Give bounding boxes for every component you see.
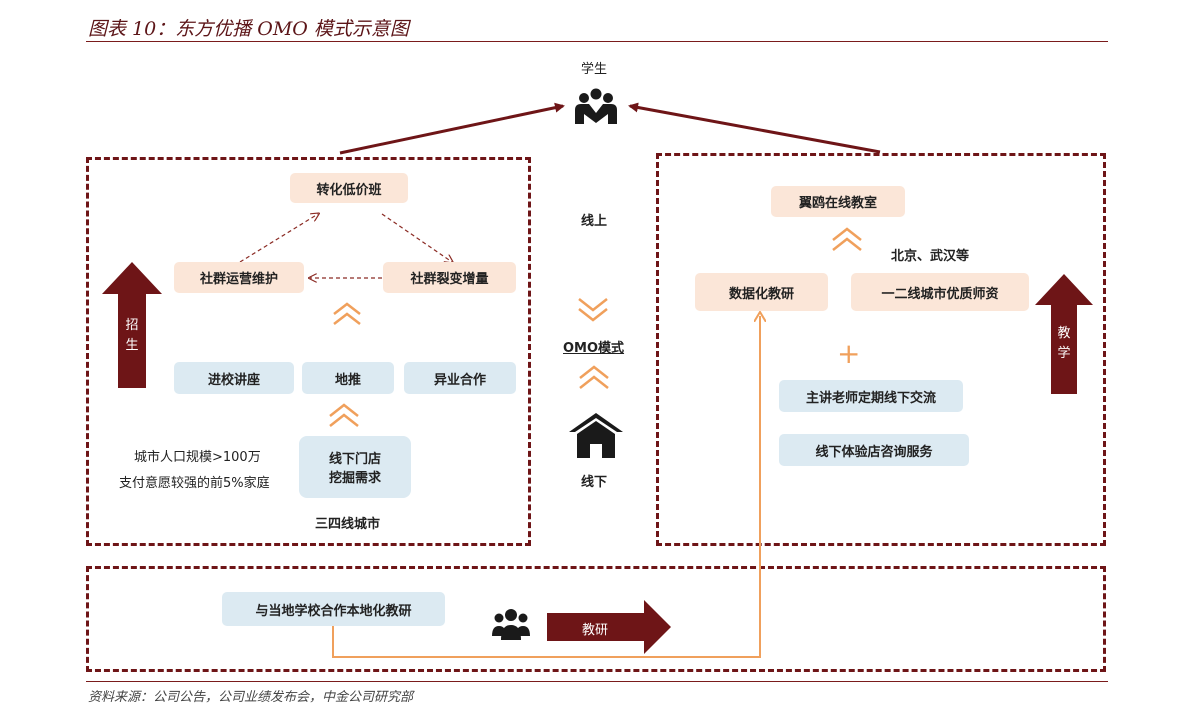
research-arrow-shape xyxy=(547,600,671,654)
house-icon xyxy=(569,413,623,458)
chevron-up-icon-right xyxy=(832,227,862,251)
cities-note-label: 北京、武汉等 xyxy=(891,249,970,264)
lowprice-to-growth-arrow xyxy=(381,213,452,262)
enroll-arrow-shape xyxy=(102,262,162,388)
right-region xyxy=(656,153,1106,546)
chevron-up-icon-left-1 xyxy=(333,302,361,325)
omo-label: OMO模式 xyxy=(563,341,625,356)
teach-arrow-label: 教学 xyxy=(1057,326,1071,361)
community-growth-box: 社群裂变增量 xyxy=(383,262,516,293)
source-rule xyxy=(86,681,1108,682)
lecturer-exchange-box: 主讲老师定期线下交流 xyxy=(779,380,963,412)
chevron-up-icon-center xyxy=(579,365,609,389)
chevron-down-icon-center xyxy=(578,298,608,322)
research-connector-arrow xyxy=(332,316,760,658)
student-label: 学生 xyxy=(581,62,608,77)
right-to-student-arrow xyxy=(628,102,881,154)
source-note: 资料来源：公司公告，公司业绩发布会，中金公司研究部 xyxy=(88,690,414,705)
online-label: 线上 xyxy=(581,214,608,229)
local-research-box: 与当地学校合作本地化教研 xyxy=(222,592,445,626)
offline-store-line2: 挖掘需求 xyxy=(328,471,381,486)
title-rule xyxy=(86,41,1108,42)
bottom-region xyxy=(86,566,1106,672)
plus-icon: + xyxy=(837,337,861,370)
offline-store-line1: 线下门店 xyxy=(328,452,381,467)
research-arrow-label: 教研 xyxy=(582,623,609,638)
ground-push-box: 地推 xyxy=(302,362,394,394)
online-classroom-box: 翼鸥在线教室 xyxy=(771,186,905,217)
offline-label: 线下 xyxy=(581,475,608,490)
store-consulting-box: 线下体验店咨询服务 xyxy=(779,434,969,466)
campus-talk-box: 进校讲座 xyxy=(174,362,294,394)
payment-condition: 支付意愿较强的前5%家庭 xyxy=(119,476,270,491)
community-ops-box: 社群运营维护 xyxy=(174,262,304,293)
quality-teachers-box: 一二线城市优质师资 xyxy=(851,273,1029,311)
offline-store-box: 线下门店 挖掘需求 xyxy=(299,436,411,498)
enroll-arrow-label: 招生 xyxy=(125,318,139,353)
teach-arrow-shape xyxy=(1035,274,1093,394)
low-price-class-box: 转化低价班 xyxy=(290,173,408,203)
tier34-cities-label: 三四线城市 xyxy=(315,517,381,532)
digital-research-box: 数据化教研 xyxy=(695,273,828,311)
left-to-student-arrow xyxy=(339,102,565,155)
cross-industry-box: 异业合作 xyxy=(404,362,516,394)
figure-title: 图表 10：东方优播 OMO 模式示意图 xyxy=(88,18,409,40)
city-size-condition: 城市人口规模>100万 xyxy=(134,450,261,465)
chevron-up-icon-left-2 xyxy=(329,403,359,427)
students-icon xyxy=(575,88,617,124)
ops-to-lowprice-arrow xyxy=(239,214,318,263)
left-region xyxy=(86,157,531,546)
teachers-icon xyxy=(492,609,530,640)
